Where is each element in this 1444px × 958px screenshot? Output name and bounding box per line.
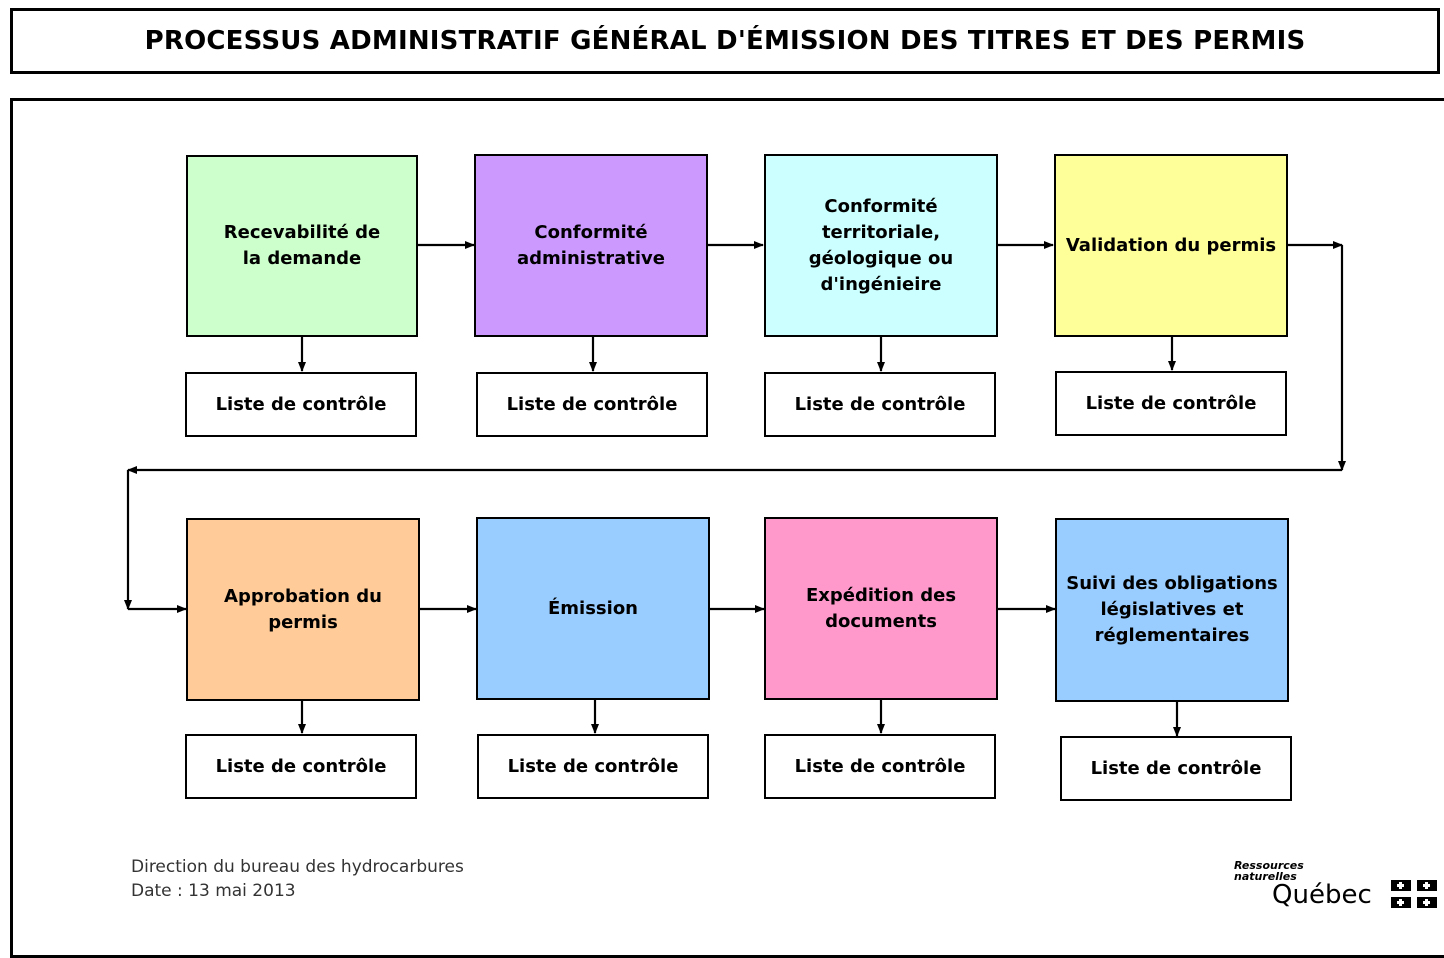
footer: Direction du bureau des hydrocarbures Da… <box>131 855 464 903</box>
logo-line1: Ressources <box>1234 859 1304 872</box>
checklist-box: Liste de contrôle <box>476 372 708 437</box>
title-box: PROCESSUS ADMINISTRATIF GÉNÉRAL D'ÉMISSI… <box>10 8 1440 74</box>
footer-direction: Direction du bureau des hydrocarbures <box>131 857 464 877</box>
step-label: Recevabilité de la demande <box>223 222 381 269</box>
step-label: Expédition des documents <box>805 584 957 632</box>
checklist-label: Liste de contrôle <box>794 394 966 415</box>
checklist-label: Liste de contrôle <box>507 756 679 777</box>
quebec-logo: Ressources naturelles Québec <box>1232 860 1437 915</box>
checklist-box: Liste de contrôle <box>764 734 996 799</box>
checklist-label: Liste de contrôle <box>215 756 387 777</box>
logo-wordmark: Québec <box>1272 880 1372 910</box>
checklist-label: Liste de contrôle <box>1085 393 1257 414</box>
checklist-box: Liste de contrôle <box>1060 736 1292 801</box>
step-expedition: Expédition des documents <box>764 517 998 700</box>
checklist-box: Liste de contrôle <box>764 372 996 437</box>
step-emission: Émission <box>476 517 710 700</box>
checklist-box: Liste de contrôle <box>185 734 417 799</box>
step-label: Approbation du permis <box>224 585 382 633</box>
checklist-label: Liste de contrôle <box>794 756 966 777</box>
step-label: Émission <box>548 597 638 619</box>
checklist-box: Liste de contrôle <box>185 372 417 437</box>
step-recevabilite: Recevabilité de la demande <box>186 155 418 337</box>
checklist-box: Liste de contrôle <box>477 734 709 799</box>
checklist-label: Liste de contrôle <box>1090 758 1262 779</box>
step-validation: Validation du permis <box>1054 154 1288 337</box>
fleur-de-lis-flag-icon <box>1391 880 1437 908</box>
logo-ministry: Ressources naturelles <box>1234 860 1304 882</box>
step-label: Suivi des obligations législatives et ré… <box>1066 573 1278 646</box>
step-suivi: Suivi des obligations législatives et ré… <box>1055 518 1289 702</box>
page-title: PROCESSUS ADMINISTRATIF GÉNÉRAL D'ÉMISSI… <box>144 26 1306 56</box>
step-label: Validation du permis <box>1065 234 1277 256</box>
logo-line2: naturelles <box>1234 870 1297 883</box>
step-label: Conformité administrative <box>517 221 665 269</box>
checklist-label: Liste de contrôle <box>506 394 678 415</box>
footer-date: Date : 13 mai 2013 <box>131 881 296 901</box>
checklist-label: Liste de contrôle <box>215 394 387 415</box>
step-approbation: Approbation du permis <box>186 518 420 701</box>
step-conformite-administrative: Conformité administrative <box>474 154 708 337</box>
step-label: Conformité territoriale, géologique ou d… <box>808 195 954 295</box>
step-conformite-territoriale: Conformité territoriale, géologique ou d… <box>764 154 998 337</box>
checklist-box: Liste de contrôle <box>1055 371 1287 436</box>
